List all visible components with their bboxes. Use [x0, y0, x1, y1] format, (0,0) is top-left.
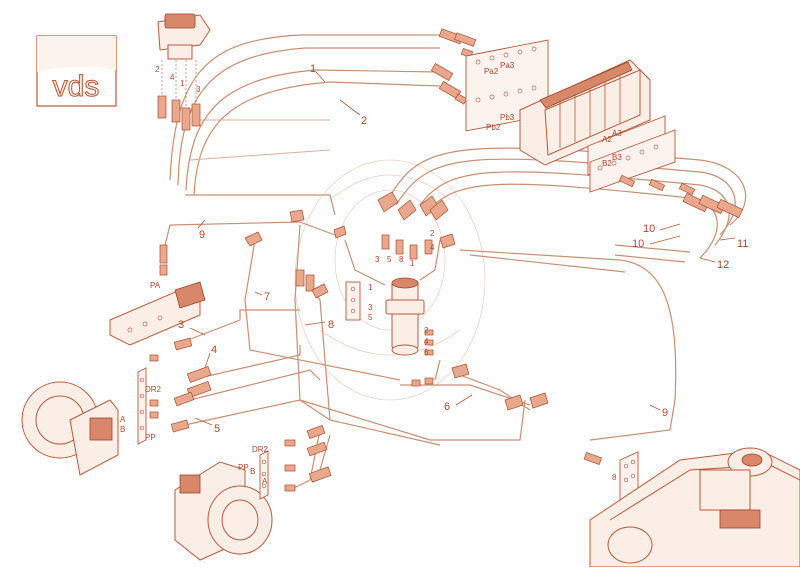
port-label-pp-left: PP	[145, 433, 156, 442]
swivel-side-4: 4	[424, 337, 429, 346]
swivel-side-6: 6	[424, 348, 429, 357]
left-port-plate: DR2 A B PP	[120, 337, 212, 445]
block-port-5: 5	[368, 313, 373, 322]
callout-10-upper: 10	[643, 223, 655, 235]
port-label-a2: A2	[602, 135, 612, 144]
port-label-dr2-left: DR2	[145, 385, 162, 394]
pedal-port-1: 1	[180, 79, 185, 88]
swivel-side-2: 2	[424, 326, 429, 335]
block-port-1: 1	[368, 283, 373, 292]
swivel-top-5: 5	[387, 255, 392, 264]
callout-10-lower: 10	[632, 238, 644, 250]
port-label-b-right: B	[250, 467, 255, 476]
callout-3: 3	[178, 319, 184, 331]
callout-8: 8	[328, 319, 334, 331]
port-label-pa: PA	[150, 281, 161, 290]
callout-9-bottom: 9	[662, 407, 668, 419]
control-valve	[519, 59, 651, 166]
port-label-pb3: Pb3	[500, 113, 515, 122]
callout-2: 2	[361, 115, 367, 127]
right-port-plate: DR2 PP B A	[238, 425, 332, 500]
callout-11: 11	[737, 238, 748, 250]
right-fittings	[618, 174, 744, 219]
pa-valve: PA	[109, 244, 206, 346]
vds-logo: vds	[36, 35, 117, 107]
swivel-top-2: 2	[430, 229, 435, 238]
port-label-b3: B3	[612, 153, 622, 162]
callout-labels: 1 2 3 4 5 6 7 8 9 9 10 10 11 12	[178, 63, 748, 435]
hose-lines	[164, 34, 747, 491]
logo-text: vds	[53, 70, 100, 103]
block-port-3: 3	[368, 303, 373, 312]
port-label-pb2: Pb2	[486, 123, 501, 132]
port-label-pp-right: PP	[238, 463, 249, 472]
port-label-a3: A3	[612, 129, 622, 138]
swivel-top-1: 1	[410, 259, 415, 268]
port-label-pa3: Pa3	[500, 61, 515, 70]
port-label-b-left: B	[120, 425, 125, 434]
swivel-top-4: 4	[430, 243, 435, 252]
port-plate-right: A2 A3 B2 B3	[587, 115, 676, 193]
callout-9-top: 9	[199, 229, 205, 241]
elbow-fittings	[244, 209, 549, 411]
port-label-a-left: A	[120, 415, 126, 424]
connector-block: 1 3 5	[345, 281, 373, 322]
travel-motor-left	[21, 381, 119, 476]
pedal-port-2: 2	[155, 65, 160, 74]
watermark	[294, 159, 486, 401]
port-label-b2: B2	[602, 159, 612, 168]
port-label-pa2: Pa2	[484, 67, 499, 76]
top-fittings	[430, 28, 477, 105]
callout-1: 1	[310, 63, 316, 75]
port-label-dr2-right: DR2	[252, 445, 269, 454]
pedal-valve: 2 4 1 3	[155, 13, 211, 131]
swivel-joint: 3 5 8 1 2 4 2 4 6	[375, 191, 449, 357]
travel-motor-right	[174, 461, 273, 561]
callout-5: 5	[214, 423, 220, 435]
swivel-top-8: 8	[399, 255, 404, 264]
callout-7: 7	[264, 291, 270, 303]
port-label-a-right: A	[262, 477, 268, 486]
callout-4: 4	[211, 344, 217, 356]
swivel-top-3: 3	[375, 255, 380, 264]
callout-12: 12	[717, 259, 729, 271]
callout-6: 6	[444, 401, 450, 413]
pedal-port-4: 4	[170, 73, 175, 82]
pump-port-8: 8	[612, 473, 617, 482]
pedal-port-3: 3	[196, 85, 201, 94]
